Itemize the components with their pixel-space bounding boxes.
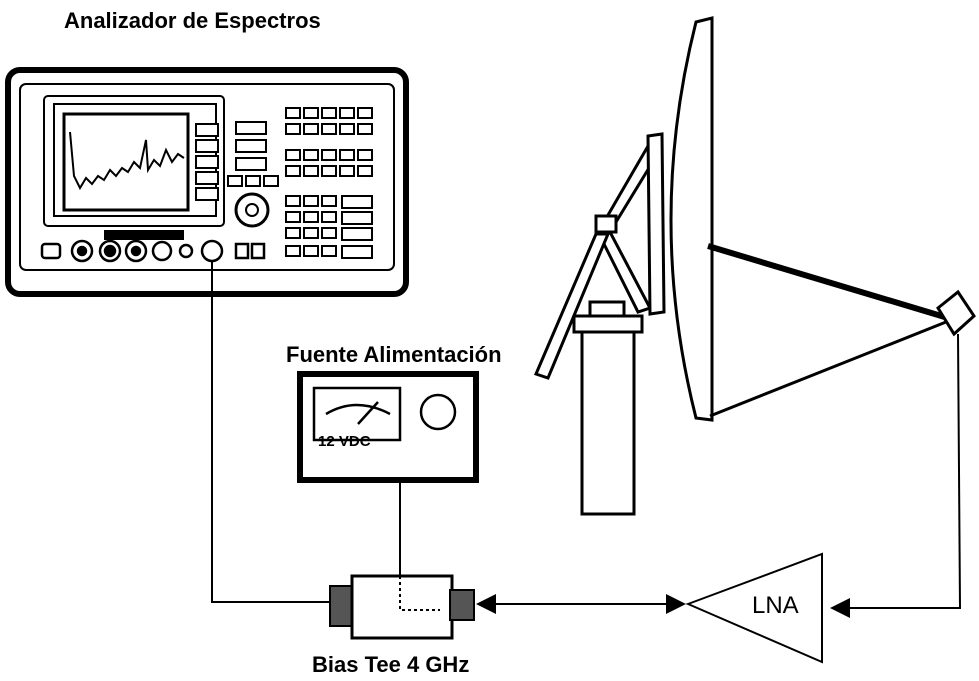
bias-tee-label: Bias Tee 4 GHz bbox=[312, 652, 470, 677]
power-supply-icon bbox=[297, 371, 479, 483]
voltage-label: 12 VDC bbox=[318, 433, 371, 450]
amplifier-label: LNA bbox=[752, 592, 799, 619]
bias-tee-icon bbox=[329, 574, 475, 640]
wiring bbox=[211, 262, 962, 618]
softkey-column bbox=[195, 123, 219, 201]
power-supply-label: Fuente Alimentación bbox=[286, 342, 502, 367]
amplifier-icon bbox=[685, 552, 823, 664]
analyzer-label: Analizador de Espectros bbox=[64, 8, 321, 33]
power-supply-knob bbox=[419, 393, 457, 431]
spectrum-analyzer-icon bbox=[5, 67, 409, 297]
spectrum-trace bbox=[69, 131, 185, 191]
satellite-dish-icon bbox=[533, 16, 976, 516]
front-panel-connectors bbox=[40, 239, 266, 263]
keypad bbox=[285, 107, 373, 259]
